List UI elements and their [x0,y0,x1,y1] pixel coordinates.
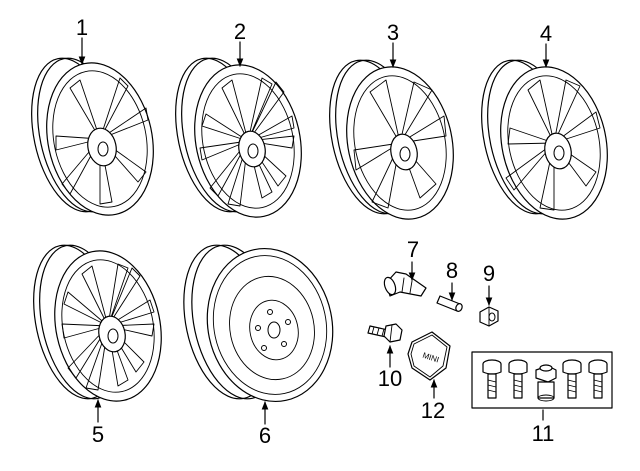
callout-12: 12 [421,398,445,423]
valve-stem-7[interactable] [382,271,427,297]
alloy-wheel-3[interactable] [317,52,467,229]
alloy-wheel-1[interactable] [19,50,167,225]
callout-11: 11 [532,421,555,446]
callout-9: 9 [483,261,495,286]
callout-10: 10 [378,366,402,391]
callout-6: 6 [259,423,271,448]
wheel-bolt-10[interactable] [367,323,403,343]
alloy-wheel-2[interactable] [163,50,315,227]
callout-1: 1 [76,15,88,40]
alloy-wheel-4[interactable] [469,52,621,229]
valve-core-pin-8[interactable] [436,295,463,312]
locking-bolt-d [588,359,608,399]
center-cap-12[interactable]: MINI [407,331,451,381]
locking-bolt-c [562,359,582,399]
callout-5: 5 [92,422,104,447]
lug-nut-9[interactable] [479,306,499,327]
alloy-wheel-5[interactable] [21,237,175,411]
locking-key-socket [535,364,557,402]
locking-bolt-set-box [471,351,613,409]
callout-7: 7 [407,237,419,262]
steel-spare-wheel-6[interactable] [171,237,347,413]
callout-3: 3 [387,20,399,45]
callout-2: 2 [234,19,246,44]
callout-8: 8 [446,258,458,283]
locking-bolt-a [482,359,502,399]
locking-bolt-set-11[interactable] [471,351,613,409]
callout-4: 4 [540,21,552,46]
locking-bolt-b [508,359,528,399]
